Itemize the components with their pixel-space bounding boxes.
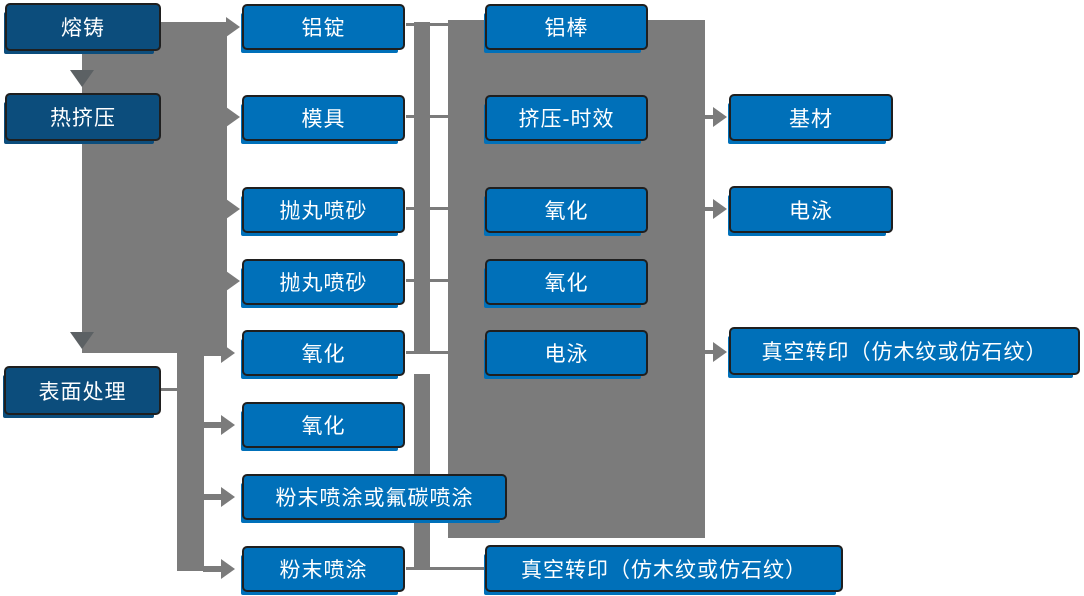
connector-line-row2 <box>406 115 448 118</box>
connector-line-row3 <box>406 207 448 210</box>
arrow-right-icon <box>226 199 240 219</box>
node-shot-blasting-2: 抛丸喷砂 <box>242 259 405 305</box>
node-extrusion-aging: 挤压-时效 <box>485 95 648 141</box>
node-vacuum-transfer-b: 真空转印（仿木纹或仿石纹） <box>729 327 1080 375</box>
arrow-down-icon <box>70 332 94 349</box>
arrow-right-icon <box>713 342 727 362</box>
node-surface-treatment: 表面处理 <box>4 366 161 415</box>
connector-stub-oxidation-a <box>203 350 222 356</box>
connector-line-row4 <box>406 279 448 282</box>
arrow-right-icon <box>221 415 235 435</box>
node-oxidation-a: 氧化 <box>242 330 405 376</box>
node-melt-casting: 熔铸 <box>5 3 161 51</box>
connector-line-row5 <box>406 351 448 354</box>
node-powder-spray: 粉末喷涂 <box>242 546 405 592</box>
node-oxidation-d: 氧化 <box>485 259 648 305</box>
connector-line-surface-treatment <box>161 388 177 391</box>
node-hot-extrusion: 热挤压 <box>5 93 161 141</box>
node-vacuum-transfer-a: 真空转印（仿木纹或仿石纹） <box>485 545 843 592</box>
arrow-right-icon <box>221 343 235 363</box>
arrow-right-icon <box>226 107 240 127</box>
node-shot-blasting-1: 抛丸喷砂 <box>242 187 405 233</box>
connector-bar-col2-col3-upper <box>414 22 430 352</box>
node-aluminum-rod: 铝棒 <box>485 4 648 50</box>
connector-line-row1 <box>406 23 448 26</box>
connector-bar-surface-branch <box>177 352 204 571</box>
arrow-right-icon <box>221 559 235 579</box>
arrow-down-icon <box>70 70 94 87</box>
arrow-right-icon <box>713 199 727 219</box>
connector-bar-col2-col3-lower <box>414 374 430 570</box>
node-aluminum-ingot: 铝锭 <box>242 4 405 50</box>
connector-line-row8 <box>406 567 488 570</box>
connector-stub-oxidation-b <box>203 422 222 428</box>
node-electrophoresis-b: 电泳 <box>729 186 893 233</box>
connector-stub-powder <box>203 566 222 572</box>
node-electrophoresis-a: 电泳 <box>485 330 648 376</box>
connector-stub-base-material <box>704 115 714 119</box>
arrow-right-icon <box>221 487 235 507</box>
connector-stub-vacuum-transfer-b <box>704 350 714 354</box>
arrow-right-icon <box>226 17 240 37</box>
node-powder-or-fluorocarbon-spray: 粉末喷涂或氟碳喷涂 <box>242 474 507 520</box>
node-mold: 模具 <box>242 95 405 141</box>
node-oxidation-c: 氧化 <box>485 187 648 233</box>
node-oxidation-b: 氧化 <box>242 402 405 448</box>
arrow-right-icon <box>713 107 727 127</box>
arrow-right-icon <box>226 271 240 291</box>
connector-stub-electrophoresis-b <box>704 207 714 211</box>
connector-block-stage-to-col2 <box>82 22 227 353</box>
connector-stub-powder-fluorocarbon <box>203 494 222 500</box>
node-base-material: 基材 <box>729 94 893 141</box>
